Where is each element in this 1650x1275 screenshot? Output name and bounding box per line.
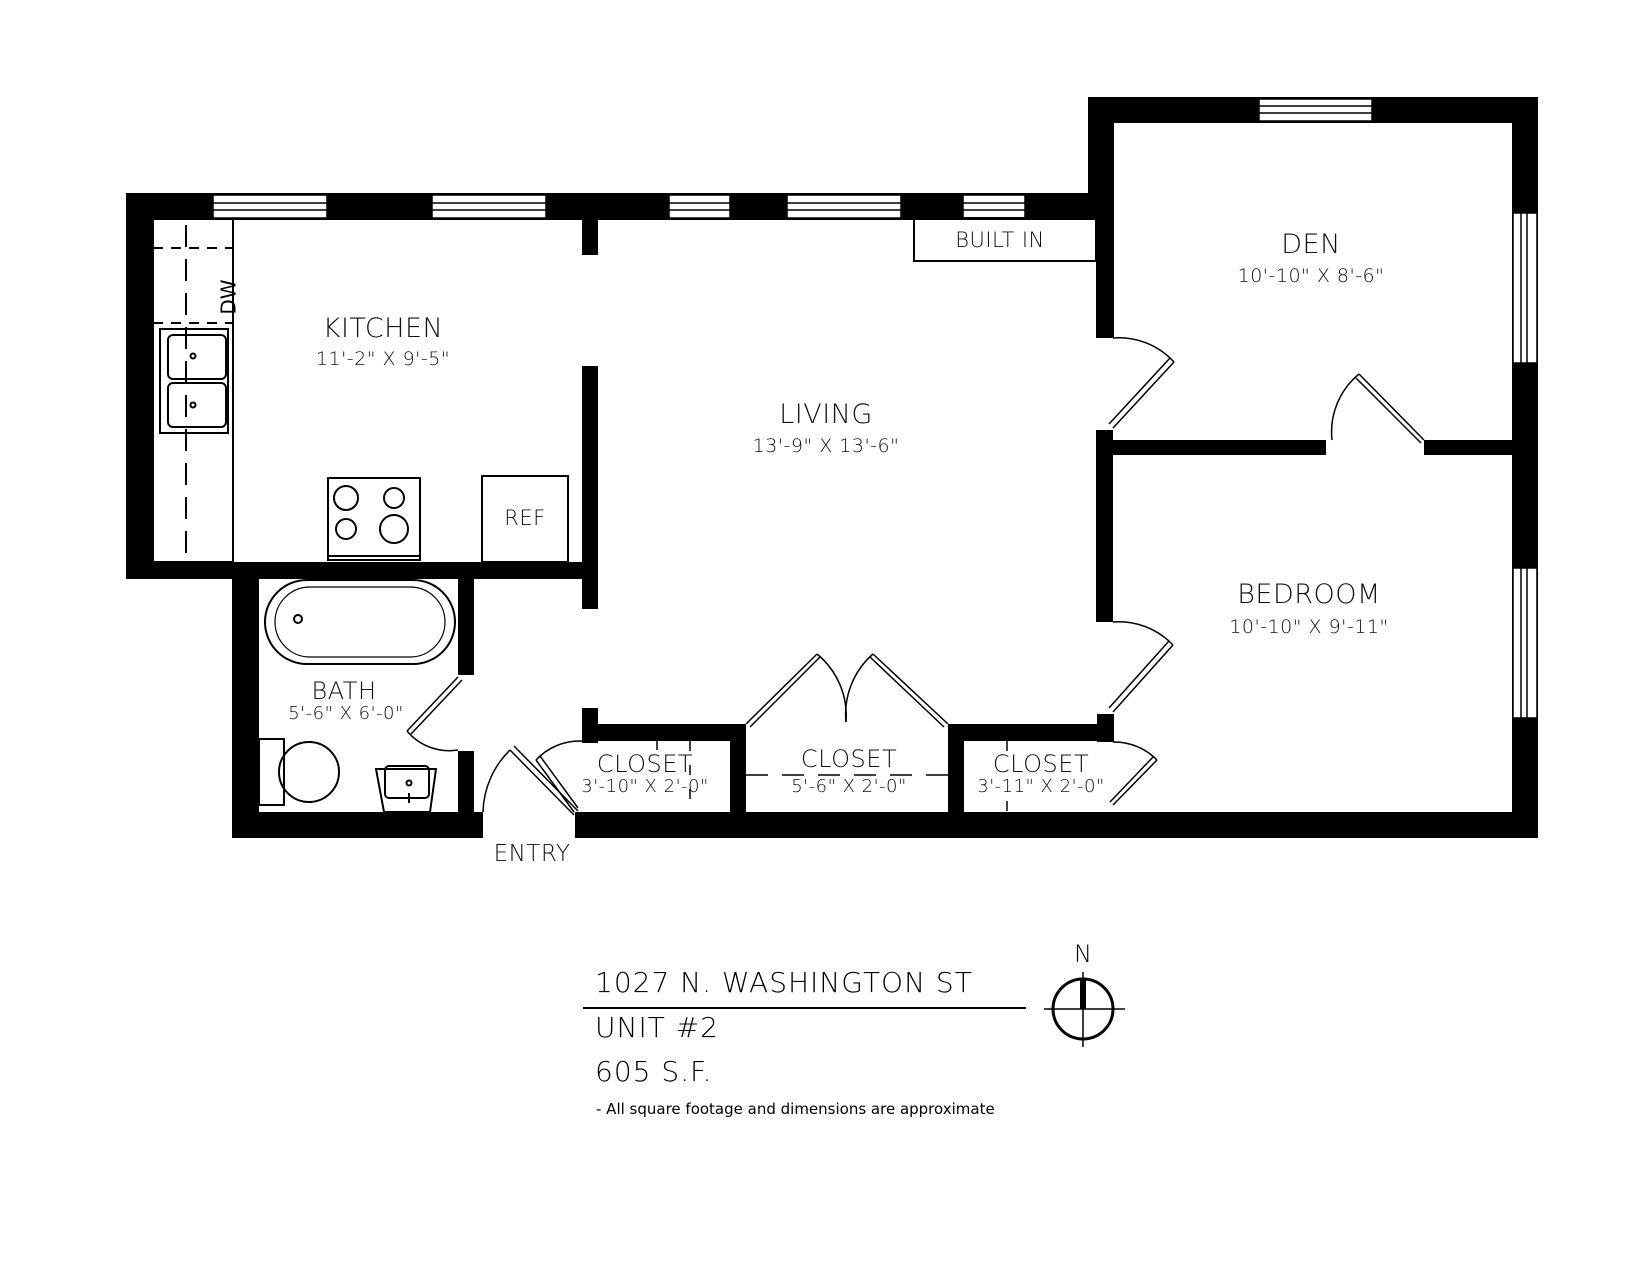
window-living-1 (668, 194, 731, 219)
closet3-label: CLOSET (992, 750, 1090, 778)
square-footage: 605 S.F. (595, 1055, 713, 1088)
bath-label: BATH (311, 677, 377, 705)
windows (212, 98, 1538, 719)
window-den-right (1512, 212, 1538, 364)
closet2-doors (745, 653, 949, 728)
closet2-label: CLOSET (800, 745, 898, 773)
bathtub-icon (264, 579, 456, 665)
disclaimer-note: - All square footage and dimensions are … (596, 1100, 995, 1118)
dishwasher-label: DW (216, 279, 241, 315)
bedroom-dims: 10'-10" X 9'-11" (1229, 616, 1389, 638)
bedroom-door (1108, 621, 1174, 713)
bath-fixtures (258, 579, 456, 813)
toilet-icon (258, 738, 340, 806)
window-kitchen-2 (431, 194, 547, 219)
closet1-dims: 3'-10" X 2'-0" (581, 776, 709, 797)
closet1-label: CLOSET (596, 750, 694, 778)
closet1-door (535, 740, 583, 813)
window-kitchen-1 (212, 194, 328, 219)
entry-door (482, 745, 579, 816)
entry-label: ENTRY (493, 841, 571, 867)
sink-icon (159, 328, 229, 434)
doors (406, 337, 1425, 816)
window-den-top (1258, 98, 1373, 122)
built-in-cabinet (913, 217, 1097, 262)
window-living-3 (962, 194, 1026, 219)
kitchen-fixtures (152, 217, 1097, 563)
kitchen-dims: 11'-2" X 9'-5" (315, 348, 451, 370)
address: 1027 N. WASHINGTON ST (595, 966, 973, 999)
closet3-dims: 3'-11" X 2'-0" (977, 776, 1105, 797)
built-in-label: BUILT IN (955, 228, 1045, 252)
closet-rods (656, 741, 1008, 812)
unit-number: UNIT #2 (595, 1011, 719, 1044)
north-arrow-icon (1044, 972, 1125, 1047)
bath-door (406, 676, 463, 752)
living-label: LIVING (779, 399, 873, 430)
kitchen-label: KITCHEN (322, 313, 444, 344)
bedroom-label: BEDROOM (1237, 579, 1381, 610)
den-bedroom-door (1330, 373, 1425, 444)
den-label: DEN (1281, 229, 1341, 260)
den-door-living (1108, 337, 1175, 429)
north-label: N (1074, 940, 1092, 968)
stove-icon (327, 477, 421, 561)
window-bedroom-right (1512, 567, 1538, 719)
bathroom-sink-icon (374, 765, 438, 813)
window-living-2 (786, 194, 902, 219)
counter (152, 218, 234, 563)
closet2-dims: 5'-6" X 2'-0" (791, 776, 907, 797)
living-dims: 13'-9" X 13'-6" (752, 435, 900, 457)
closet3-door (1109, 741, 1158, 806)
den-dims: 10'-10" X 8'-6" (1237, 265, 1385, 287)
refrigerator (481, 475, 569, 563)
refrigerator-label: REF (504, 506, 546, 530)
bath-dims: 5'-6" X 6'-0" (288, 703, 404, 724)
